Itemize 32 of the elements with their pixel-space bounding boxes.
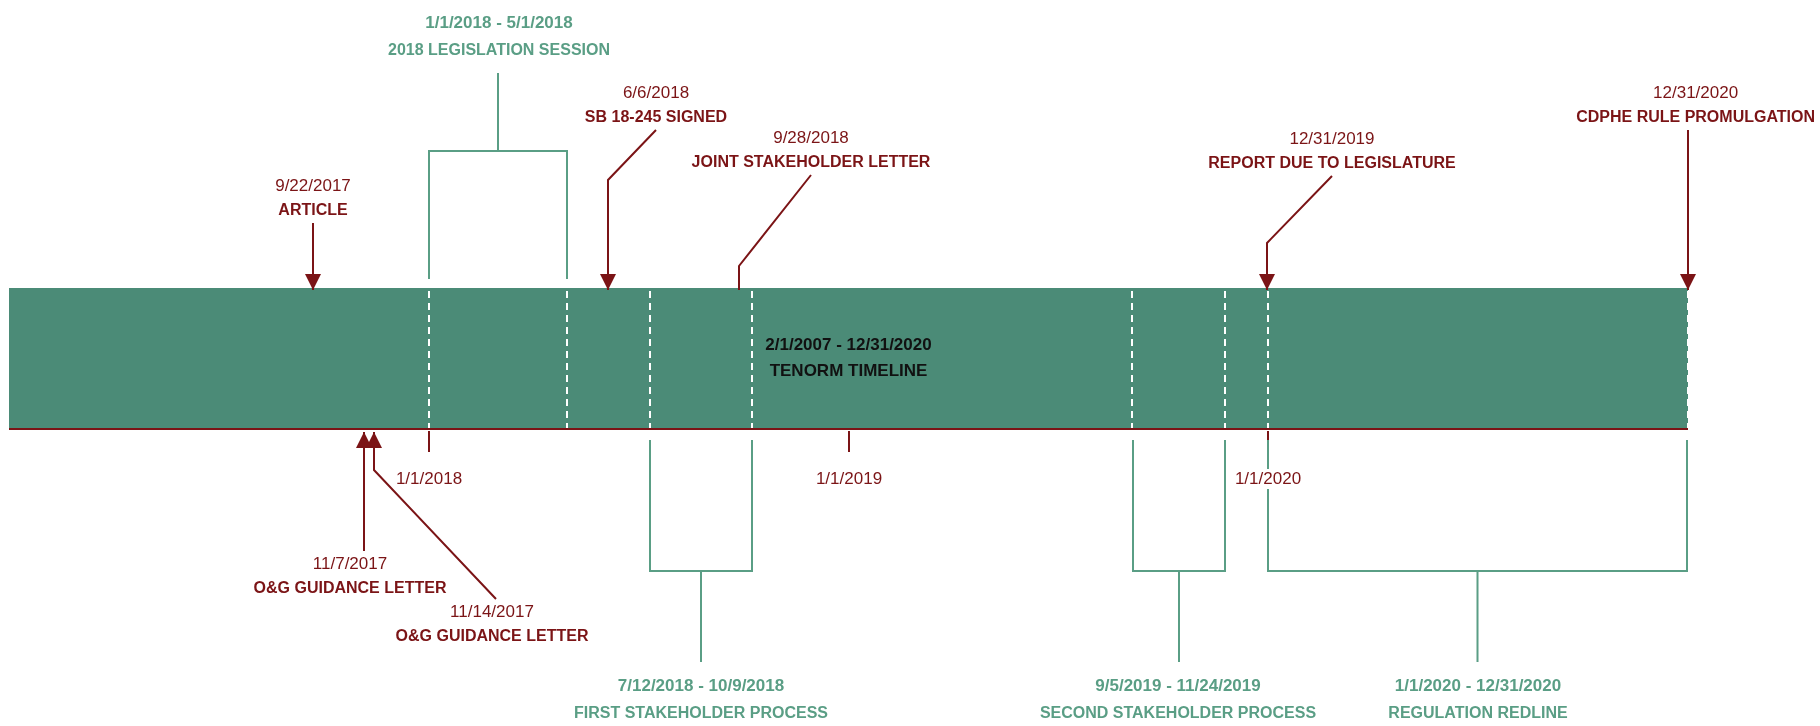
date-range-label: 2/1/2007 - 12/31/2020 bbox=[765, 334, 932, 356]
event-date: 11/7/2017 bbox=[312, 553, 388, 575]
arrow bbox=[1680, 129, 1696, 291]
date-range-label: 7/12/2018 - 10/9/2018 bbox=[616, 676, 786, 696]
period-title: FIRST STAKEHOLDER PROCESS bbox=[573, 704, 829, 722]
event-title: REPORT DUE TO LEGISLATURE bbox=[1208, 153, 1456, 173]
event-date: 6/6/2018 bbox=[622, 82, 690, 104]
event-title: O&G GUIDANCE LETTER bbox=[395, 626, 589, 646]
arrow bbox=[305, 222, 321, 291]
date-range-label: 1/1/2020 - 12/31/2020 bbox=[1393, 676, 1563, 696]
event-date: 9/28/2018 bbox=[773, 127, 849, 149]
date-range-label: 9/5/2019 - 11/24/2019 bbox=[1094, 676, 1262, 696]
event-title: JOINT STAKEHOLDER LETTER bbox=[691, 152, 931, 172]
period-title: REGULATION REDLINE bbox=[1387, 704, 1569, 722]
timeline-title: TENORM TIMELINE bbox=[769, 360, 928, 382]
arrow bbox=[356, 431, 372, 552]
event-title: ARTICLE bbox=[278, 200, 348, 220]
arrow bbox=[600, 129, 657, 291]
leader-line bbox=[738, 174, 812, 291]
event-title: O&G GUIDANCE LETTER bbox=[253, 578, 447, 598]
date-range-label: 1/1/2018 - 5/1/2018 bbox=[424, 13, 574, 33]
event-title: SB 18-245 SIGNED bbox=[584, 107, 728, 127]
arrow bbox=[366, 431, 497, 600]
period-title: SECOND STAKEHOLDER PROCESS bbox=[1038, 704, 1318, 722]
timeline-bar bbox=[9, 288, 1688, 430]
event-date: 11/14/2017 bbox=[450, 601, 534, 623]
arrow bbox=[1259, 175, 1333, 291]
event-date: 12/31/2020 bbox=[1653, 82, 1739, 104]
period-title: 2018 LEGISLATION SESSION bbox=[387, 41, 611, 59]
event-title: CDPHE RULE PROMULGATION bbox=[1576, 107, 1815, 127]
event-date: 12/31/2019 bbox=[1289, 128, 1375, 150]
event-date: 9/22/2017 bbox=[275, 175, 351, 197]
